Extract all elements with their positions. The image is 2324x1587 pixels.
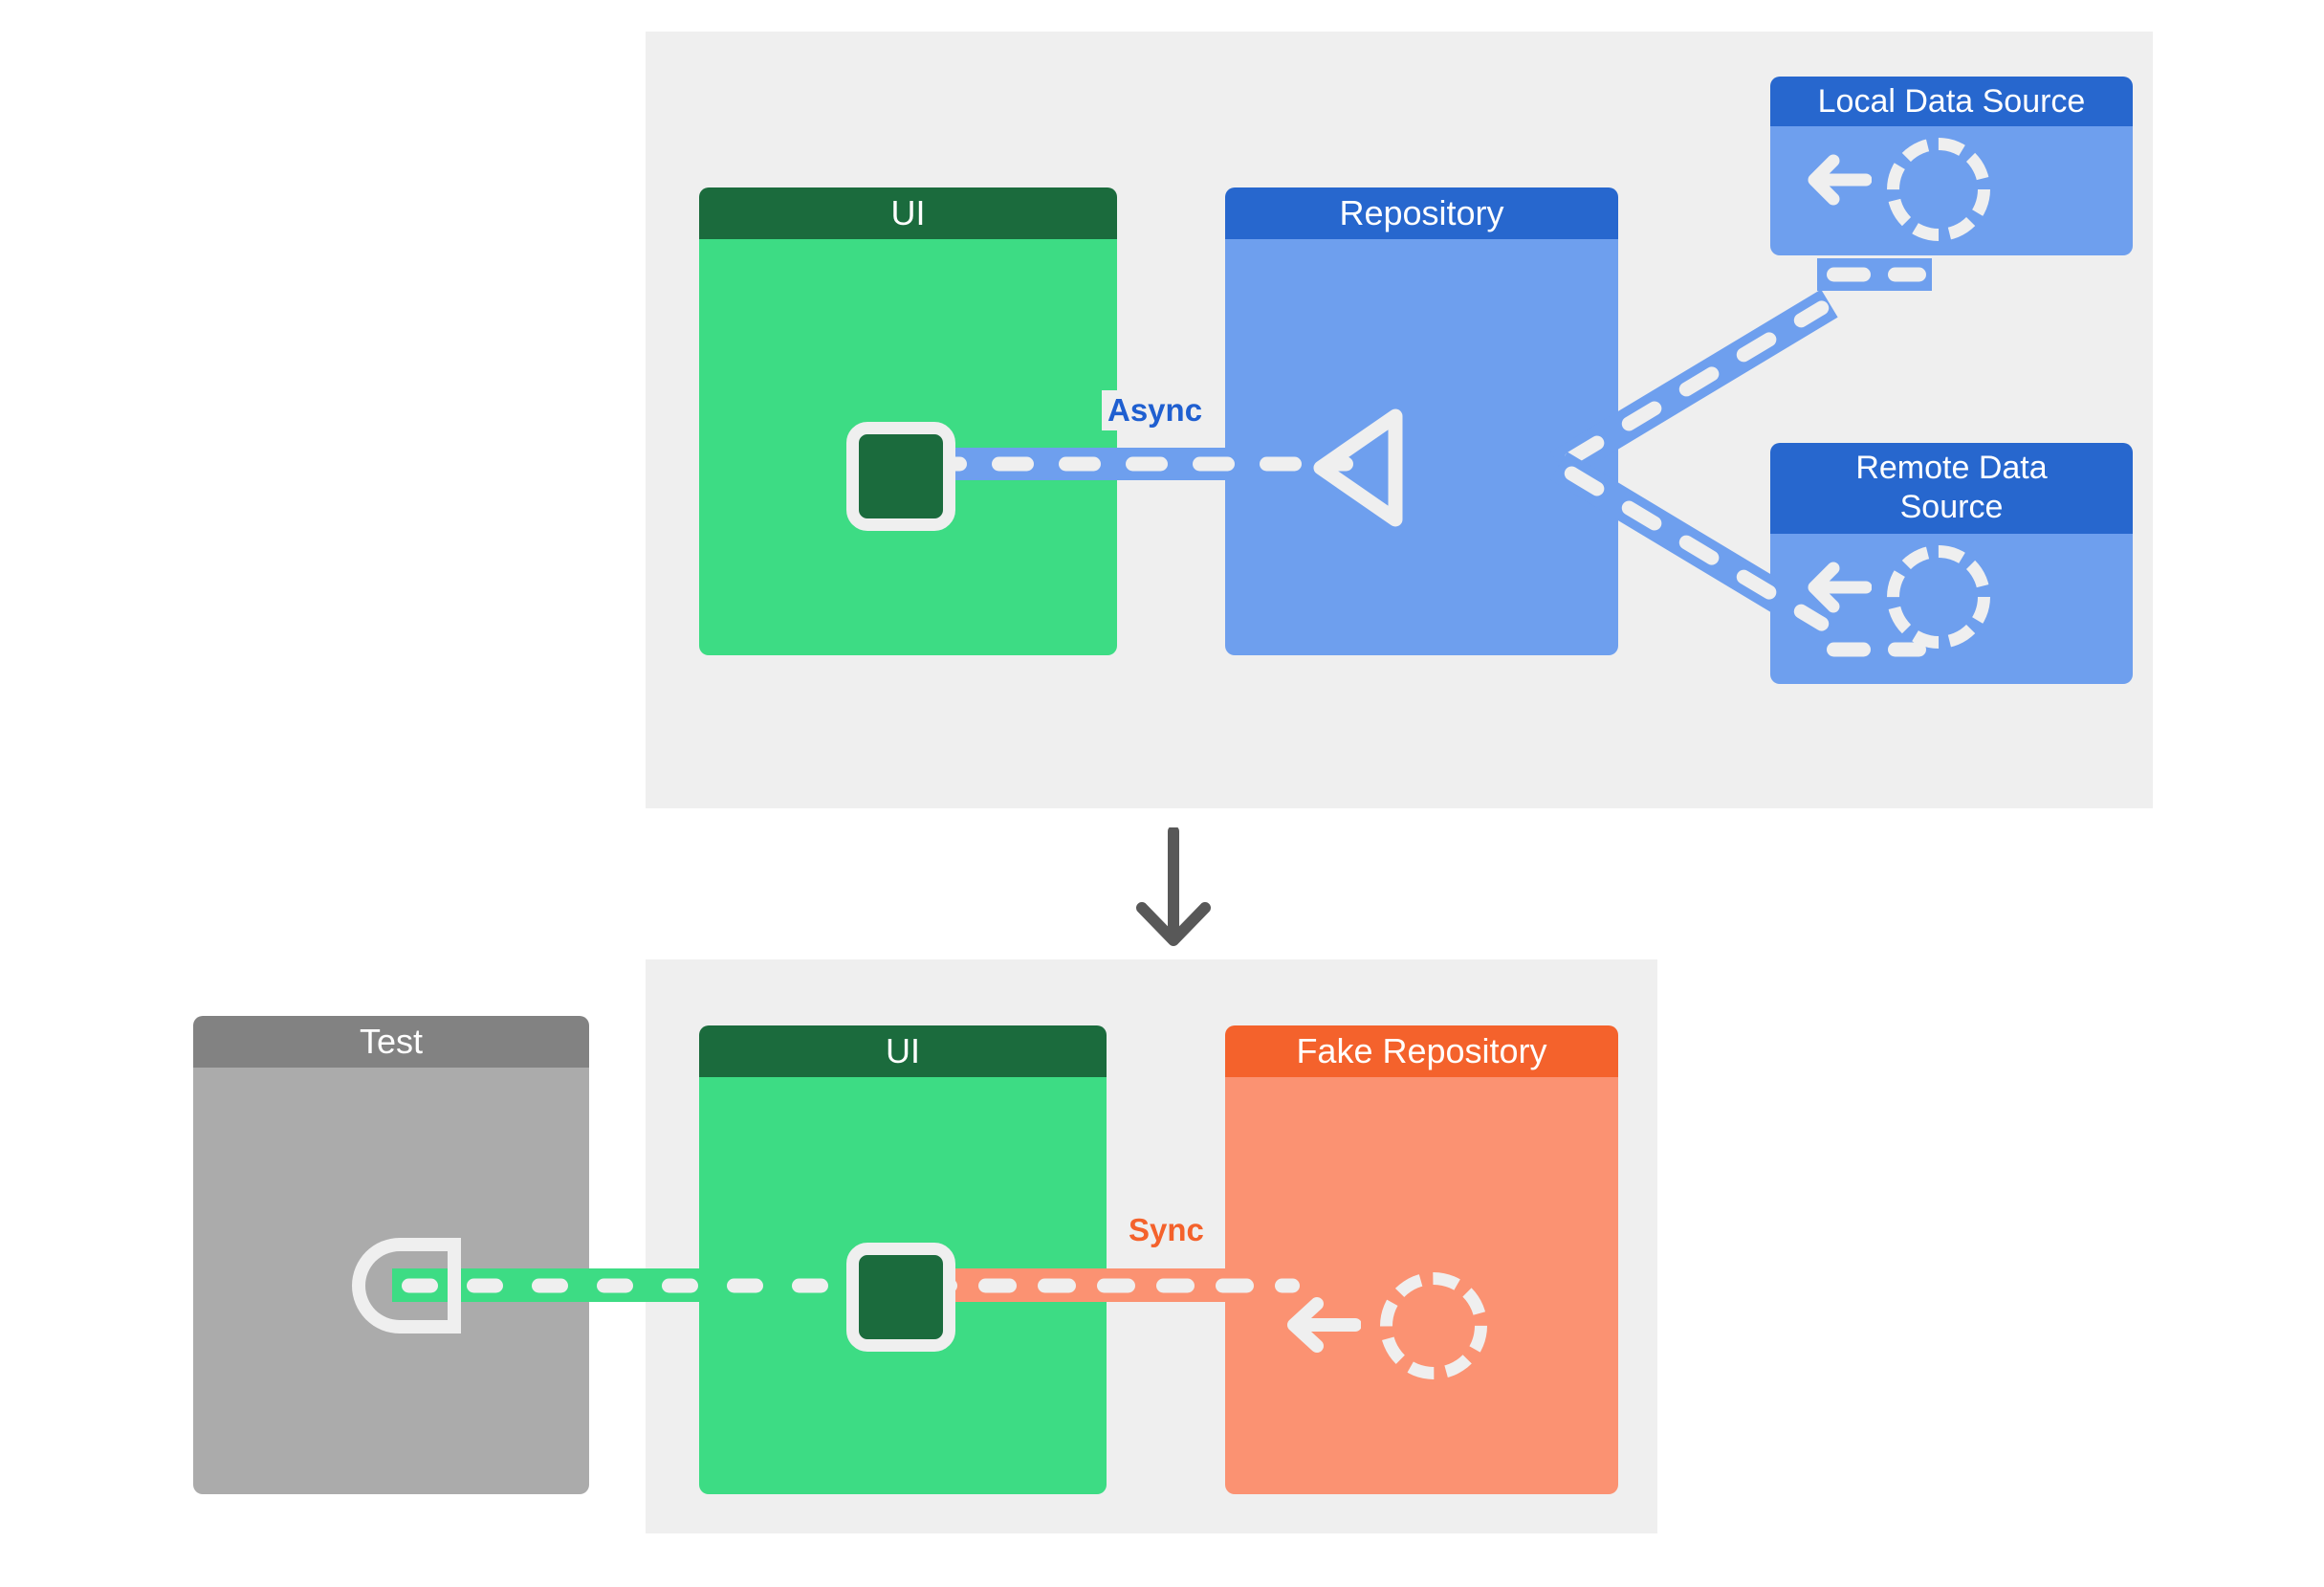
connector-label-sync: Sync bbox=[1123, 1210, 1210, 1250]
local-source-connector-tail bbox=[1817, 258, 1932, 291]
dashed-circle-icon bbox=[1380, 1272, 1487, 1380]
card-ui-production[interactable]: UI bbox=[699, 187, 1117, 655]
play-triangle-outline-icon bbox=[1311, 407, 1407, 534]
card-body-repository bbox=[1225, 239, 1618, 655]
card-title-ui-test: UI bbox=[699, 1025, 1107, 1078]
dashed-circle-icon bbox=[1887, 544, 1990, 649]
plug-icon bbox=[846, 422, 955, 531]
card-body-local-data-source bbox=[1770, 126, 2133, 255]
arrow-left-icon bbox=[1805, 149, 1873, 215]
card-title-fake-repository: Fake Repository bbox=[1225, 1025, 1618, 1078]
dashed-circle-icon bbox=[1887, 138, 1990, 242]
card-title-remote-data-source-line2: Source bbox=[1899, 489, 2004, 526]
card-title-remote-data-source-line1: Remote Data bbox=[1855, 450, 2048, 486]
ui-to-fake-repository-connector bbox=[911, 1268, 1306, 1302]
card-local-data-source[interactable]: Local Data Source bbox=[1770, 77, 2133, 255]
arrow-left-icon bbox=[1805, 557, 1873, 623]
test-to-ui-connector bbox=[392, 1268, 913, 1302]
arrow-left-icon bbox=[1284, 1291, 1362, 1363]
card-title-test: Test bbox=[193, 1016, 589, 1069]
card-title-repository: Repository bbox=[1225, 187, 1618, 240]
card-repository[interactable]: Repository bbox=[1225, 187, 1618, 655]
card-title-local-data-source: Local Data Source bbox=[1770, 77, 2133, 127]
arrow-down-icon bbox=[1130, 826, 1217, 952]
socket-icon bbox=[352, 1238, 461, 1334]
plug-icon bbox=[846, 1243, 955, 1352]
card-title-ui-production: UI bbox=[699, 187, 1117, 240]
connector-label-async: Async bbox=[1102, 390, 1209, 430]
card-fake-repository[interactable]: Fake Repository bbox=[1225, 1025, 1618, 1494]
card-title-remote-data-source: Remote Data Source bbox=[1770, 443, 2133, 534]
